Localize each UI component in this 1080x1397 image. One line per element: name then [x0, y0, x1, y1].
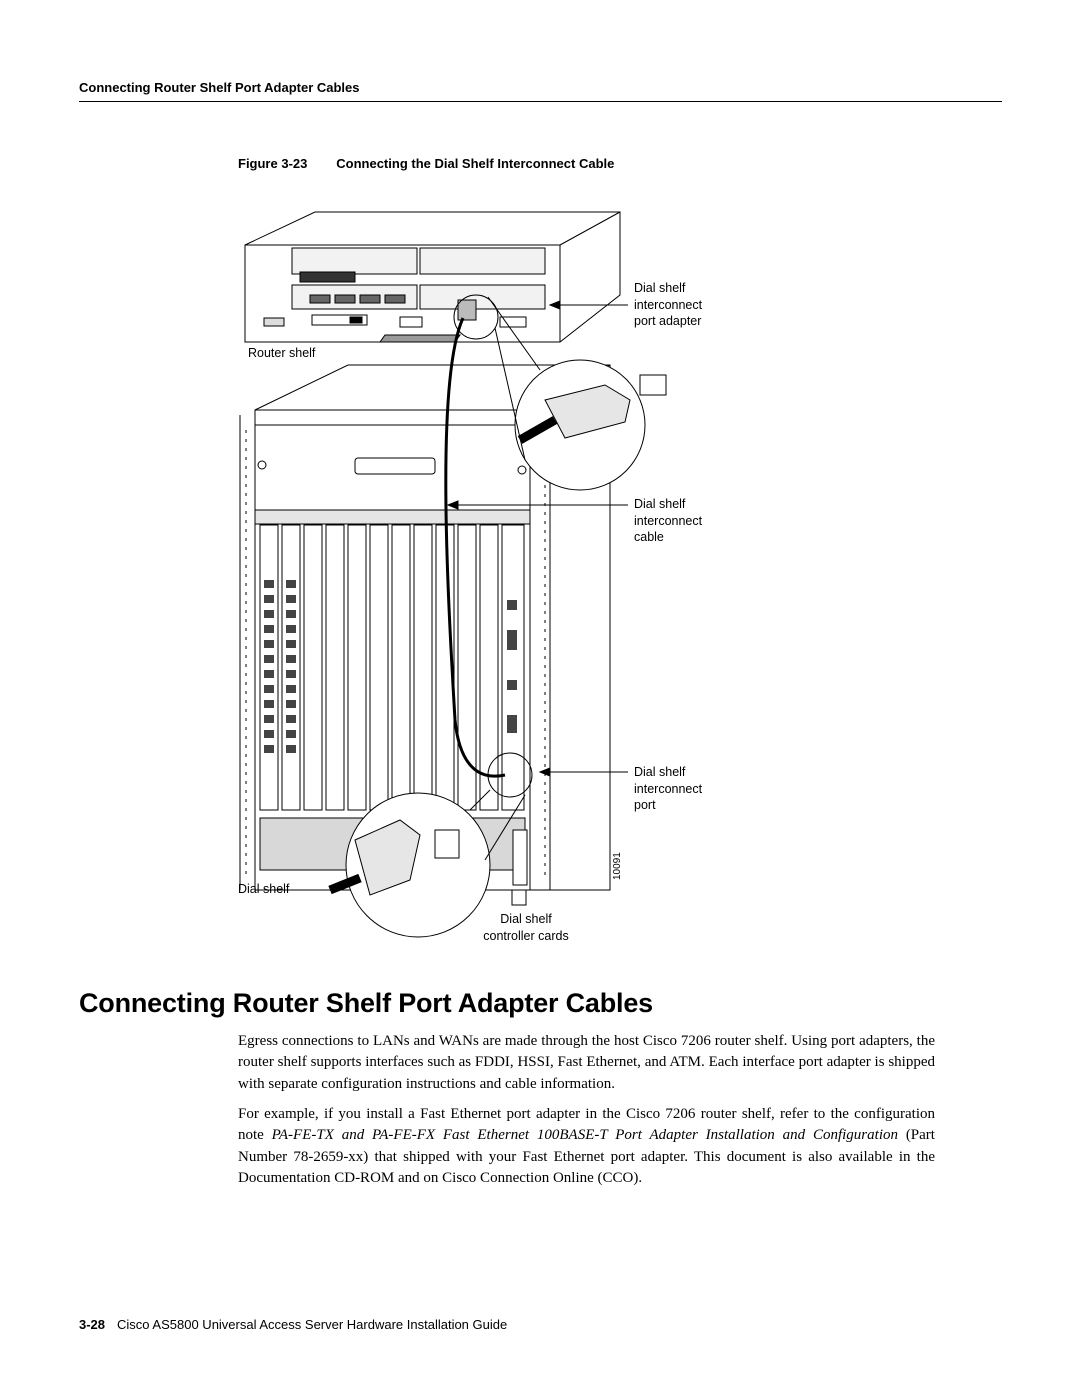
callout-line: port adapter [634, 314, 702, 328]
figure-label: Figure 3-23 [238, 156, 308, 171]
callout-line: interconnect [634, 513, 703, 528]
router-shelf-drawing [244, 211, 621, 343]
paragraph-text: For example, if you install a Fast Ether… [238, 1106, 935, 1144]
callout-line: Dial shelf [634, 765, 686, 779]
page-number: 3-28 [79, 1317, 106, 1332]
callout-line: cable [634, 530, 664, 544]
page-footer: 3-28 Cisco AS5800 Universal Access Server… [79, 1317, 507, 1332]
figure-caption: Figure 3-23 Connecting the Dial Shelf In… [238, 156, 614, 171]
book-title: Cisco AS5800 Universal Access Server Har… [117, 1317, 508, 1332]
section-heading: Connecting Router Shelf Port Adapter Cab… [79, 988, 653, 1018]
callout-dial-shelf: Dial shelf [238, 882, 290, 896]
paragraph-text: (Part Number 78-2659-xx) that shipped wi… [238, 1127, 935, 1186]
callout-line: Dial shelf [634, 497, 686, 511]
callout-controller-cards: Dial shelf controller cards [476, 911, 576, 944]
callout-router-shelf: Router shelf [248, 346, 316, 360]
callout-interconnect-port: Dial shelf interconnect port [634, 764, 702, 814]
callout-line: interconnect [634, 297, 703, 312]
header-rule [79, 101, 1002, 102]
figure-title: Connecting the Dial Shelf Interconnect C… [336, 156, 615, 171]
callout-line: Dial shelf [634, 281, 686, 295]
callout-line: port [634, 798, 656, 812]
callout-line: interconnect [634, 781, 703, 796]
callout-interconnect-cable: Dial shelf interconnect cable [634, 496, 702, 546]
dial-shelf-drawing [239, 364, 611, 891]
callout-line: controller cards [483, 928, 569, 943]
body-paragraph-1: Egress connections to LANs and WANs are … [238, 1033, 935, 1092]
callout-port-adapter: Dial shelf interconnect port adapter [634, 280, 702, 330]
document-title-reference: PA-FE-TX and PA-FE-FX Fast Ethernet 100B… [271, 1127, 898, 1144]
callout-line: Dial shelf [500, 912, 552, 926]
hardware-illustration: 10091 [239, 211, 667, 938]
body-paragraph-2: For example, if you install a Fast Ether… [238, 1104, 935, 1189]
art-id-label: 10091 [612, 852, 623, 880]
running-header: Connecting Router Shelf Port Adapter Cab… [79, 80, 360, 95]
